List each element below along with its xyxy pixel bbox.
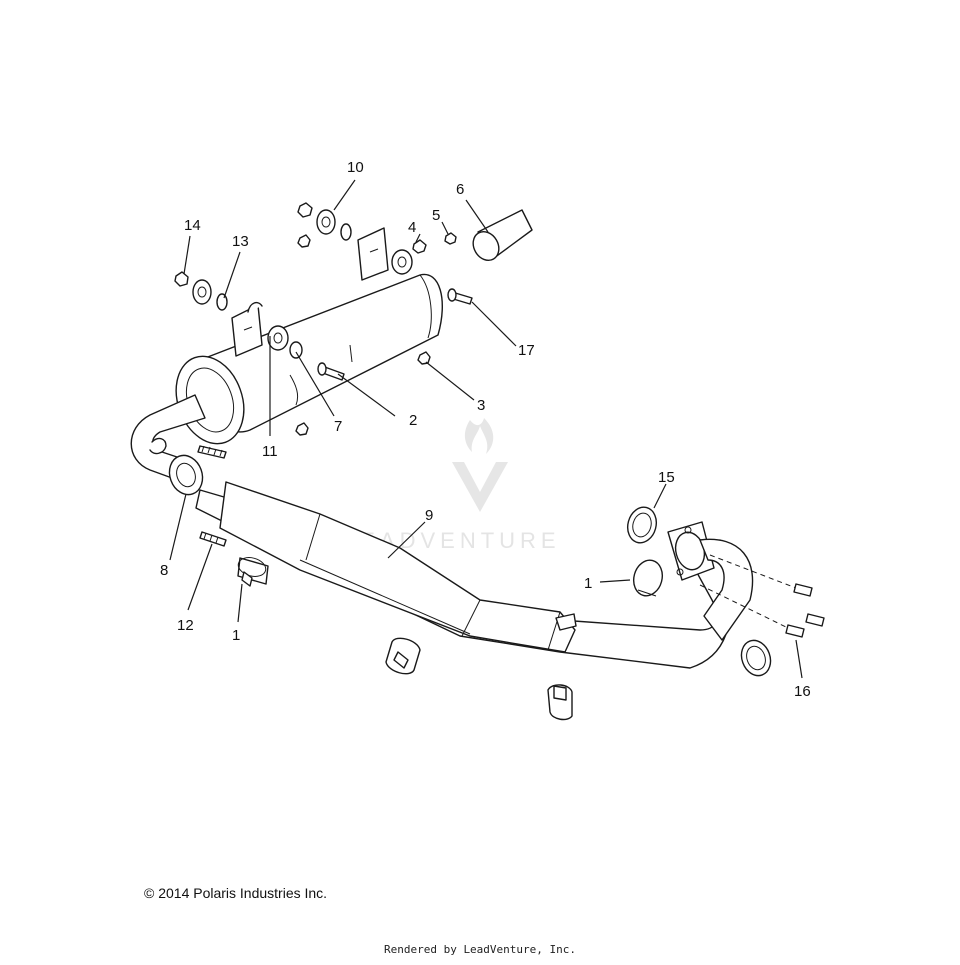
callout-3: 3 [477,397,485,414]
rendered-by-credit: Rendered by LeadVenture, Inc. [383,943,577,956]
callout-12: 12 [177,617,194,634]
leadventure-watermark: LEADVENTURE [343,418,556,553]
spring-12[interactable] [197,445,227,547]
muffler-bracket[interactable] [231,227,413,357]
callout-1-right: 1 [584,575,592,592]
callout-9: 9 [425,507,433,524]
callout-16: 16 [794,683,811,700]
callout-4: 4 [408,219,416,236]
callout-6: 6 [456,181,464,198]
nut-4[interactable] [412,232,457,365]
leader-lines [169,179,803,679]
exhaust-flange[interactable] [667,521,754,641]
callout-11: 11 [262,443,278,460]
muffler-inlet-pipe[interactable] [130,394,206,479]
callout-2: 2 [409,412,417,429]
callout-5: 5 [432,207,440,224]
callout-10: 10 [347,159,364,176]
callout-14: 14 [184,217,201,234]
callout-17: 17 [518,342,535,359]
grommet-10[interactable] [297,202,352,241]
clamp-1b[interactable] [630,557,666,599]
callout-8: 8 [160,562,168,579]
clamp-pipe-bottom[interactable] [547,684,573,721]
grommet-13[interactable] [174,271,228,311]
callout-15: 15 [658,469,675,486]
bolt-16[interactable] [699,554,825,638]
callout-7: 7 [334,418,342,435]
gasket-8[interactable] [164,451,208,500]
callout-labels: 10 6 14 13 4 5 17 3 2 7 11 15 9 1 8 12 1… [160,159,811,700]
clamp-1[interactable] [236,555,269,587]
clamp-pipe-left[interactable] [385,637,421,675]
flame-v-logo-icon [452,418,508,512]
gasket-15[interactable] [624,504,660,546]
callout-13: 13 [232,233,249,250]
copyright-notice: © 2014 Polaris Industries Inc. [144,885,328,901]
clamp-pipe-right[interactable] [737,636,776,679]
bolt-17[interactable] [447,288,473,305]
spark-arrestor[interactable] [468,209,533,265]
bolt-7[interactable] [289,341,345,381]
small-nut[interactable] [295,234,311,436]
callout-1-left: 1 [232,627,240,644]
